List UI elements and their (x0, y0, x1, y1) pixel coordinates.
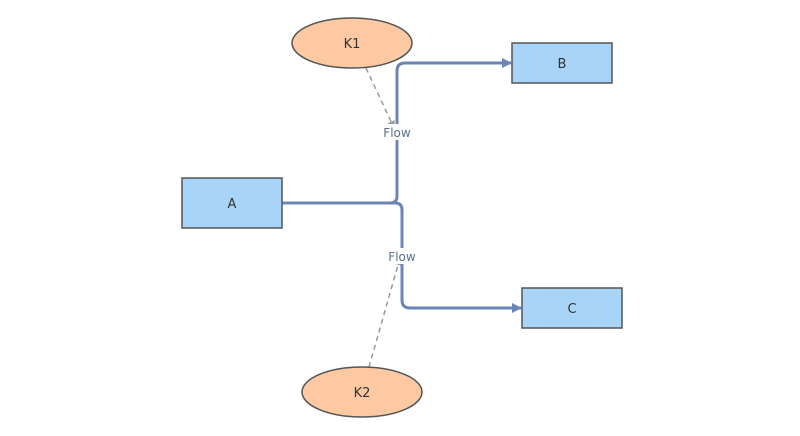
node-b-label: B (558, 57, 567, 72)
flow-label-ab: Flow (383, 126, 411, 140)
node-c[interactable] (521, 287, 623, 329)
node-b[interactable] (511, 42, 613, 84)
control-link-k1 (365, 67, 395, 129)
control-link-k2 (368, 257, 402, 368)
node-c-label: C (567, 302, 576, 317)
flow-label-bg-ac (386, 248, 417, 264)
node-a-label: A (228, 197, 237, 212)
flow-label-ac: Flow (388, 250, 416, 264)
node-k1[interactable] (291, 17, 413, 69)
node-k2[interactable] (301, 366, 423, 418)
node-k2-label: K2 (354, 386, 371, 401)
node-k1-label: K1 (344, 37, 361, 52)
node-a[interactable] (181, 177, 283, 229)
flow-label-bg-ab (381, 124, 412, 140)
